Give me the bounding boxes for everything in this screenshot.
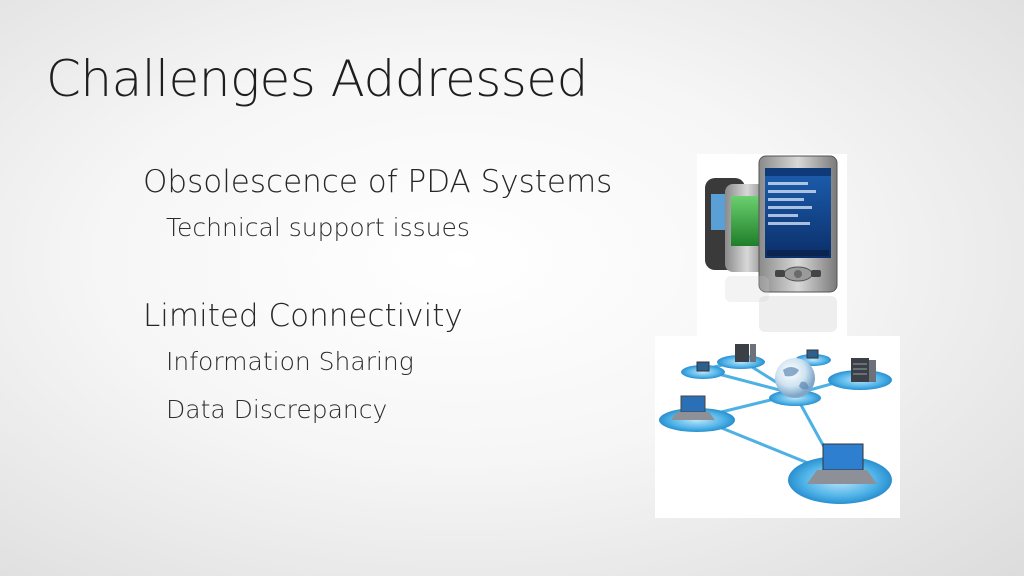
bullet-subitem: Information Sharing (166, 347, 414, 376)
network-diagram-icon (655, 336, 900, 518)
bullet-heading: Obsolescence of PDA Systems (143, 164, 613, 200)
bullet-group: Limited Connectivity Information Sharing… (143, 294, 612, 434)
bullet-list: Obsolescence of PDA Systems Technical su… (143, 160, 612, 476)
bullet-subitem: Technical support issues (166, 213, 470, 242)
pda-devices-icon (697, 154, 847, 336)
bullet-heading: Limited Connectivity (143, 298, 463, 334)
bullet-subitem: Data Discrepancy (166, 395, 388, 424)
bullet-group: Obsolescence of PDA Systems Technical su… (143, 160, 612, 252)
slide-title: Challenges Addressed (46, 50, 588, 108)
